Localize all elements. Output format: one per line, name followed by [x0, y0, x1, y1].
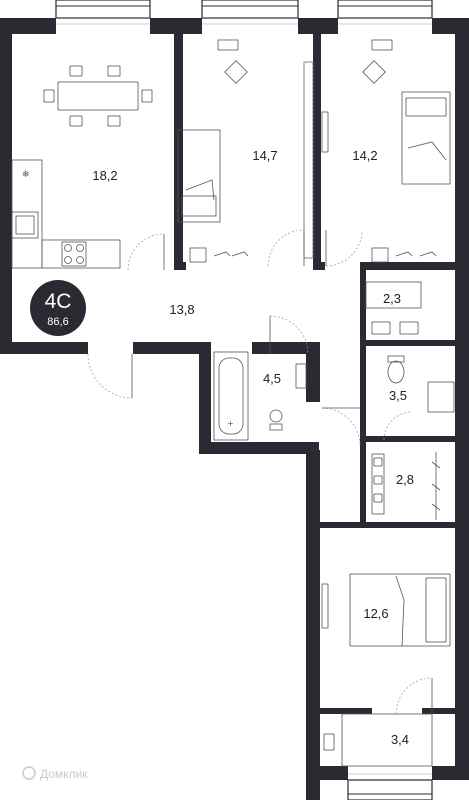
room-area-kitchen: 18,2: [92, 168, 117, 183]
room-area-bathroom: 4,5: [263, 371, 281, 386]
svg-text:+: +: [227, 419, 234, 428]
room-area-wc: 2,3: [383, 291, 401, 306]
balcony-furniture-icon: [323, 713, 433, 767]
bedroom-2-furniture-icon: [321, 39, 451, 263]
room-area-hallway: 13,8: [169, 302, 194, 317]
room-area-bedroom-2: 14,2: [352, 148, 377, 163]
apartment-code: 4C: [45, 290, 72, 313]
wc-fixtures-icon: [365, 281, 422, 335]
closet-fixtures-icon: [371, 452, 441, 520]
walls: [0, 18, 469, 800]
doors: [87, 229, 433, 715]
room-area-closet: 2,8: [396, 472, 414, 487]
svg-text:❄: ❄: [22, 170, 30, 180]
windows: [55, 0, 433, 800]
watermark: Домклик: [22, 766, 88, 781]
room-area-bedroom-1: 14,7: [252, 148, 277, 163]
shower-fixtures-icon: [387, 355, 455, 413]
bathroom-fixtures-icon: +: [213, 351, 307, 441]
room-area-balcony: 3,4: [391, 732, 409, 747]
room-area-shower: 3,5: [389, 388, 407, 403]
dining-table-icon: [43, 65, 153, 127]
watermark-text: Домклик: [40, 767, 88, 781]
bedroom-3-furniture-icon: [321, 573, 451, 647]
room-area-bedroom-3: 12,6: [363, 606, 388, 621]
kitchen-counter-icon: ❄: [11, 159, 121, 269]
apartment-badge: 4C 86,6: [30, 280, 86, 336]
bedroom-1-furniture-icon: [177, 39, 314, 263]
apartment-total-area: 86,6: [47, 316, 68, 328]
